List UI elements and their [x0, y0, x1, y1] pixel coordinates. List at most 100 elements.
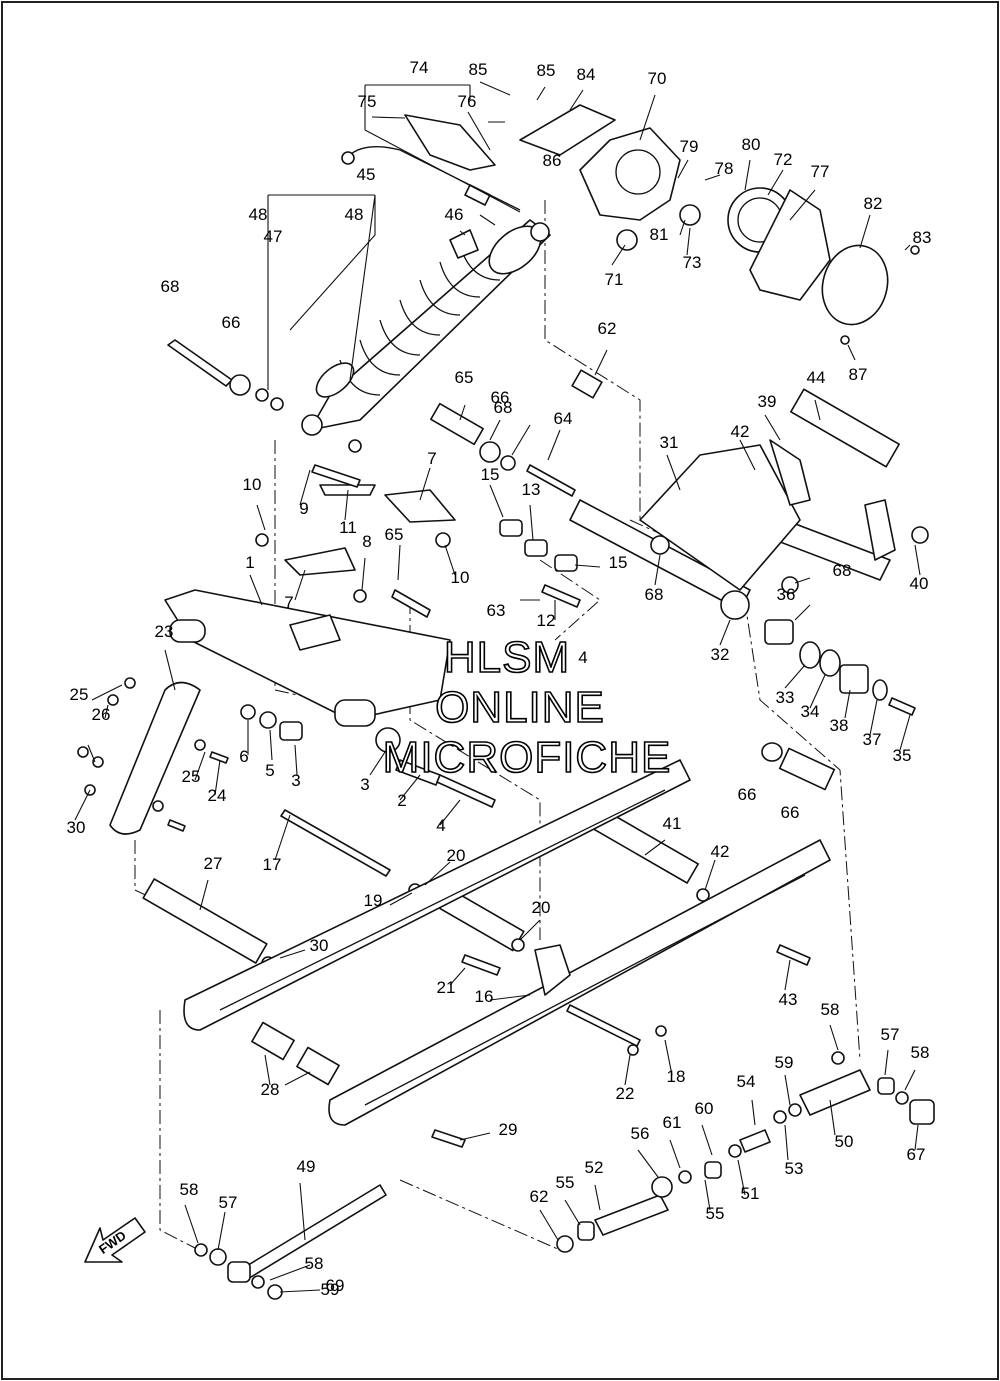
callout-70: 70	[648, 69, 667, 88]
callout-7: 7	[427, 449, 436, 468]
callout-39: 39	[758, 392, 777, 411]
callout-42: 42	[711, 842, 730, 861]
callout-62: 62	[598, 319, 617, 338]
callout-85: 85	[537, 61, 556, 80]
callout-25: 25	[182, 767, 201, 786]
callout-leaders	[74, 81, 921, 1293]
shock-absorber	[301, 219, 551, 436]
callout-57: 57	[881, 1025, 900, 1044]
callout-60: 60	[695, 1099, 714, 1118]
callout-66: 66	[222, 313, 241, 332]
callout-78: 78	[715, 159, 734, 178]
callout-28: 28	[261, 1080, 280, 1099]
callout-13: 13	[522, 480, 541, 499]
callout-66: 66	[491, 388, 510, 407]
callout-68: 68	[833, 561, 852, 580]
callout-15: 15	[481, 465, 500, 484]
callout-87: 87	[849, 365, 868, 384]
callout-82: 82	[864, 194, 883, 213]
callout-20: 20	[532, 898, 551, 917]
callout-68: 68	[494, 398, 513, 417]
callout-59: 59	[321, 1280, 340, 1299]
callout-19: 19	[364, 891, 383, 910]
callout-2: 2	[397, 791, 406, 810]
callout-30: 30	[67, 818, 86, 837]
callout-66: 66	[738, 785, 757, 804]
callout-45: 45	[357, 165, 376, 184]
callout-10: 10	[243, 475, 262, 494]
callout-44: 44	[807, 368, 826, 387]
callout-36: 36	[777, 585, 796, 604]
callout-24: 24	[208, 786, 227, 805]
callout-9: 9	[299, 499, 308, 518]
callout-32: 32	[711, 645, 730, 664]
callout-68: 68	[645, 585, 664, 604]
shafts	[142, 808, 811, 976]
callout-76: 76	[458, 92, 477, 111]
callout-51: 51	[741, 1184, 760, 1203]
front-arm-hardware	[240, 704, 496, 808]
callout-47: 47	[264, 227, 283, 246]
callout-15: 15	[609, 553, 628, 572]
callout-25: 25	[70, 685, 89, 704]
callout-4: 4	[436, 816, 445, 835]
callout-50: 50	[835, 1132, 854, 1151]
callout-8: 8	[362, 532, 371, 551]
callout-31: 31	[660, 433, 679, 452]
callout-18: 18	[667, 1067, 686, 1086]
callout-59: 59	[775, 1053, 794, 1072]
callout-77: 77	[811, 162, 830, 181]
callout-38: 38	[830, 716, 849, 735]
callout-49: 49	[297, 1157, 316, 1176]
callout-17: 17	[263, 855, 282, 874]
callout-21: 21	[437, 978, 456, 997]
callout-1: 1	[245, 553, 254, 572]
shock-mount-bolts	[167, 339, 603, 497]
callout-12: 12	[537, 611, 556, 630]
callout-69: 69	[326, 1276, 345, 1295]
callout-22: 22	[616, 1084, 635, 1103]
callout-41: 41	[663, 814, 682, 833]
callout-52: 52	[585, 1158, 604, 1177]
callout-27: 27	[204, 854, 223, 873]
callout-64: 64	[554, 409, 573, 428]
callout-58: 58	[821, 1000, 840, 1019]
arm-bushings	[761, 619, 916, 791]
callout-labels: 1233445677891010111213151516171819202021…	[67, 58, 932, 1299]
callout-35: 35	[893, 746, 912, 765]
slide-rails	[183, 759, 831, 1148]
callout-61: 61	[663, 1113, 682, 1132]
callout-26: 26	[92, 705, 111, 724]
front-arm	[164, 464, 581, 727]
watermark-line-1: HLSM	[444, 633, 570, 682]
callout-46: 46	[445, 205, 464, 224]
callout-85: 85	[469, 60, 488, 79]
fwd-direction-marker: FWD	[84, 1217, 146, 1263]
shock-adjuster-assembly	[341, 114, 521, 211]
callout-40: 40	[910, 574, 929, 593]
callout-84: 84	[577, 65, 596, 84]
callout-43: 43	[779, 990, 798, 1009]
callout-68: 68	[161, 277, 180, 296]
callout-66: 66	[781, 803, 800, 822]
callout-11: 11	[339, 518, 357, 537]
callout-65: 65	[385, 525, 404, 544]
callout-29: 29	[499, 1120, 518, 1139]
callout-63: 63	[487, 601, 506, 620]
link-plate	[77, 677, 229, 835]
callout-4: 4	[578, 648, 587, 667]
callout-42: 42	[731, 422, 750, 441]
callout-81: 81	[650, 225, 669, 244]
watermark-line-2: ONLINE	[435, 683, 605, 732]
callout-58: 58	[180, 1180, 199, 1199]
watermark: HLSM ONLINE MICROFICHE	[382, 632, 671, 783]
callout-30: 30	[310, 936, 329, 955]
callout-55: 55	[556, 1173, 575, 1192]
callout-48: 48	[249, 205, 268, 224]
callout-23: 23	[155, 622, 174, 641]
callout-74: 74	[410, 58, 429, 77]
callout-65: 65	[455, 368, 474, 387]
callout-83: 83	[913, 228, 932, 247]
